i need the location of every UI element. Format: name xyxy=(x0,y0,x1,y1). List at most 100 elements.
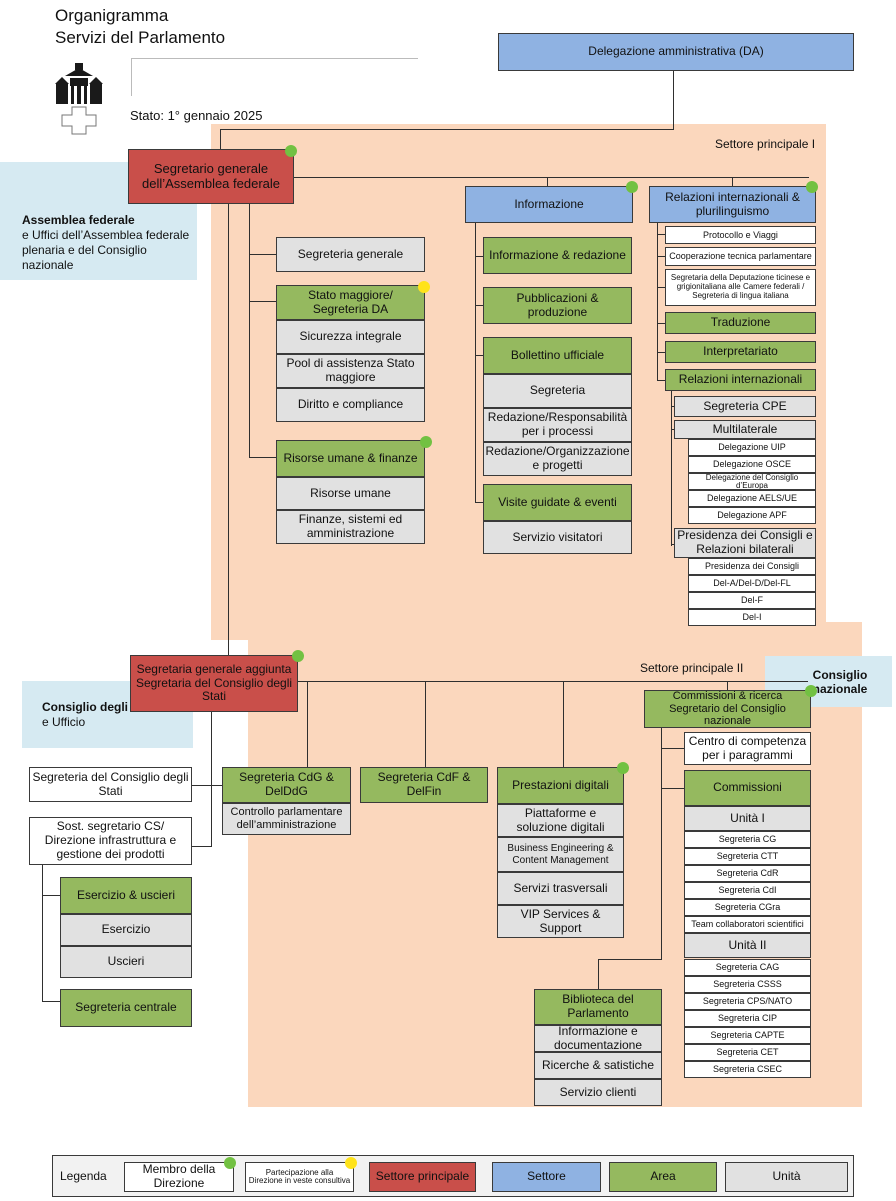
connector xyxy=(657,287,665,288)
connector xyxy=(727,681,728,690)
box-traduzione[interactable]: Traduzione xyxy=(665,312,816,334)
connector xyxy=(249,301,276,302)
connector xyxy=(598,959,662,960)
box-servizio-clienti[interactable]: Servizio clienti xyxy=(534,1079,662,1106)
box-stato-maggiore[interactable]: Stato maggiore/ Segreteria DA xyxy=(276,285,425,320)
box-risorse-umane-finanze[interactable]: Risorse umane & finanze xyxy=(276,440,425,477)
box-interpretariato[interactable]: Interpretariato xyxy=(665,341,816,363)
box-visite-guidate[interactable]: Visite guidate & eventi xyxy=(483,484,632,521)
box-relazioni-internazionali-plurilinguismo[interactable]: Relazioni internazionali & plurilinguism… xyxy=(649,186,816,223)
box-ricerche-statistiche[interactable]: Ricerche & satistiche xyxy=(534,1052,662,1079)
box-unita-2[interactable]: Unità II xyxy=(684,933,811,958)
connector xyxy=(475,256,483,257)
box-presidenza-relazioni-bilaterali[interactable]: Presidenza dei Consigli e Relazioni bila… xyxy=(674,528,816,558)
box-informazione-redazione[interactable]: Informazione & redazione xyxy=(483,237,632,274)
box-segreteria-cag[interactable]: Segreteria CAG xyxy=(684,959,811,976)
consultiva-dot xyxy=(418,281,430,293)
box-sost-segretario[interactable]: Sost. segretario CS/ Direzione infrastru… xyxy=(29,817,192,865)
box-protocollo-viaggi[interactable]: Protocollo e Viaggi xyxy=(665,226,816,244)
connector xyxy=(673,70,674,129)
box-diritto-compliance[interactable]: Diritto e compliance xyxy=(276,388,425,422)
box-segretario-generale[interactable]: Segretario generale dell’Assemblea feder… xyxy=(128,149,294,204)
connector xyxy=(657,352,665,353)
box-segreteria-capte[interactable]: Segreteria CAPTE xyxy=(684,1027,811,1044)
connector xyxy=(249,254,276,255)
box-informazione-documentazione[interactable]: Informazione e documentazione xyxy=(534,1025,662,1052)
box-segreteria-generale[interactable]: Segreteria generale xyxy=(276,237,425,272)
connector xyxy=(661,788,684,789)
box-segreteria-cdg[interactable]: Segreteria CdG & DelDdG xyxy=(222,767,351,803)
box-sicurezza-integrale[interactable]: Sicurezza integrale xyxy=(276,320,425,354)
box-delegazione-consiglio-europa[interactable]: Delegazione del Consiglio d’Europa xyxy=(688,473,816,490)
box-del-f[interactable]: Del-F xyxy=(688,592,816,609)
box-segreteria-cdi[interactable]: Segreteria CdI xyxy=(684,882,811,899)
box-esercizio[interactable]: Esercizio xyxy=(60,914,192,946)
membro-direzione-dot xyxy=(626,181,638,193)
box-segreteria-bollettino[interactable]: Segreteria xyxy=(483,374,632,408)
box-segreteria-cpe[interactable]: Segreteria CPE xyxy=(674,396,816,417)
connector xyxy=(657,234,665,235)
box-commissioni[interactable]: Commissioni xyxy=(684,770,811,806)
membro-direzione-dot xyxy=(224,1157,236,1169)
status-date: Stato: 1° gennaio 2025 xyxy=(130,108,263,123)
box-segreteria-cg[interactable]: Segreteria CG xyxy=(684,831,811,848)
box-relazioni-internazionali[interactable]: Relazioni internazionali xyxy=(665,369,816,391)
box-segreteria-cip[interactable]: Segreteria CIP xyxy=(684,1010,811,1027)
box-segreteria-consiglio-stati[interactable]: Segreteria del Consiglio degli Stati xyxy=(29,767,192,802)
box-segreteria-cet[interactable]: Segreteria CET xyxy=(684,1044,811,1061)
box-esercizio-uscieri[interactable]: Esercizio & uscieri xyxy=(60,877,192,914)
box-informazione[interactable]: Informazione xyxy=(465,186,633,223)
box-pool-assistenza[interactable]: Pool di assistenza Stato maggiore xyxy=(276,354,425,388)
box-piattaforme[interactable]: Piattaforme e soluzione digitali xyxy=(497,804,624,837)
box-prestazioni-digitali[interactable]: Prestazioni digitali xyxy=(497,767,624,804)
box-del-a-d-fl[interactable]: Del-A/Del-D/Del-FL xyxy=(688,575,816,592)
box-centro-competenza[interactable]: Centro di competenza per i paragrammi xyxy=(684,732,811,765)
connector xyxy=(657,380,665,381)
box-redazione-responsabilita[interactable]: Redazione/Responsabilità per i processi xyxy=(483,408,632,442)
box-segreteria-cps-nato[interactable]: Segreteria CPS/NATO xyxy=(684,993,811,1010)
box-segreteria-cdf[interactable]: Segreteria CdF & DelFin xyxy=(360,767,488,803)
box-multilaterale[interactable]: Multilaterale xyxy=(674,420,816,439)
box-risorse-umane[interactable]: Risorse umane xyxy=(276,477,425,510)
box-del-i[interactable]: Del-I xyxy=(688,609,816,626)
box-pubblicazioni-produzione[interactable]: Pubblicazioni & produzione xyxy=(483,287,632,324)
connector xyxy=(475,502,483,503)
box-segreteria-csec[interactable]: Segreteria CSEC xyxy=(684,1061,811,1078)
connector xyxy=(475,223,476,503)
box-presidenza-consigli[interactable]: Presidenza dei Consigli xyxy=(688,558,816,575)
legend-area: Area xyxy=(609,1162,717,1192)
box-segreteria-csss[interactable]: Segreteria CSSS xyxy=(684,976,811,993)
box-uscieri[interactable]: Uscieri xyxy=(60,946,192,978)
box-delegazione-uip[interactable]: Delegazione UIP xyxy=(688,439,816,456)
box-delegazione-apf[interactable]: Delegazione APF xyxy=(688,507,816,524)
box-segretaria-generale-aggiunta[interactable]: Segretaria generale aggiunta Segretaria … xyxy=(130,655,298,712)
box-bollettino-ufficiale[interactable]: Bollettino ufficiale xyxy=(483,337,632,374)
connector xyxy=(220,129,674,130)
box-servizio-visitatori[interactable]: Servizio visitatori xyxy=(483,521,632,554)
box-vip-services[interactable]: VIP Services & Support xyxy=(497,905,624,938)
membro-direzione-dot xyxy=(285,145,297,157)
box-segreteria-cdr[interactable]: Segreteria CdR xyxy=(684,865,811,882)
connector xyxy=(249,204,250,457)
box-segreteria-cgra[interactable]: Segreteria CGra xyxy=(684,899,811,916)
box-segreteria-ctt[interactable]: Segreteria CTT xyxy=(684,848,811,865)
box-servizi-trasversali[interactable]: Servizi trasversali xyxy=(497,872,624,905)
box-delegazione-aels[interactable]: Delegazione AELS/UE xyxy=(688,490,816,507)
box-segreteria-centrale[interactable]: Segreteria centrale xyxy=(60,989,192,1027)
box-deputazione-ticinese[interactable]: Segretaria della Deputazione ticinese e … xyxy=(665,269,816,306)
consiglio-stati-desc: e Ufficio xyxy=(42,715,86,729)
box-delegazione-osce[interactable]: Delegazione OSCE xyxy=(688,456,816,473)
box-finanze-sistemi[interactable]: Finanze, sistemi ed amministrazione xyxy=(276,510,425,544)
box-cooperazione-tecnica[interactable]: Cooperazione tecnica parlamentare xyxy=(665,247,816,266)
box-unita-1[interactable]: Unità I xyxy=(684,806,811,831)
connector xyxy=(657,323,665,324)
box-controllo-parlamentare[interactable]: Controllo parlamentare dell’amministrazi… xyxy=(222,803,351,835)
box-commissioni-ricerca[interactable]: Commissioni & ricerca Segretario del Con… xyxy=(644,690,811,728)
box-delegazione-amministrativa[interactable]: Delegazione amministrativa (DA) xyxy=(498,33,854,71)
connector xyxy=(657,256,665,257)
box-business-engineering[interactable]: Business Engineering & Content Managemen… xyxy=(497,837,624,872)
box-biblioteca[interactable]: Biblioteca del Parlamento xyxy=(534,989,662,1025)
box-redazione-organizzazione[interactable]: Redazione/Organizzazione e progetti xyxy=(483,442,632,476)
header-rule xyxy=(131,58,418,59)
box-team-collaboratori[interactable]: Team collaboratori scientifici xyxy=(684,916,811,933)
